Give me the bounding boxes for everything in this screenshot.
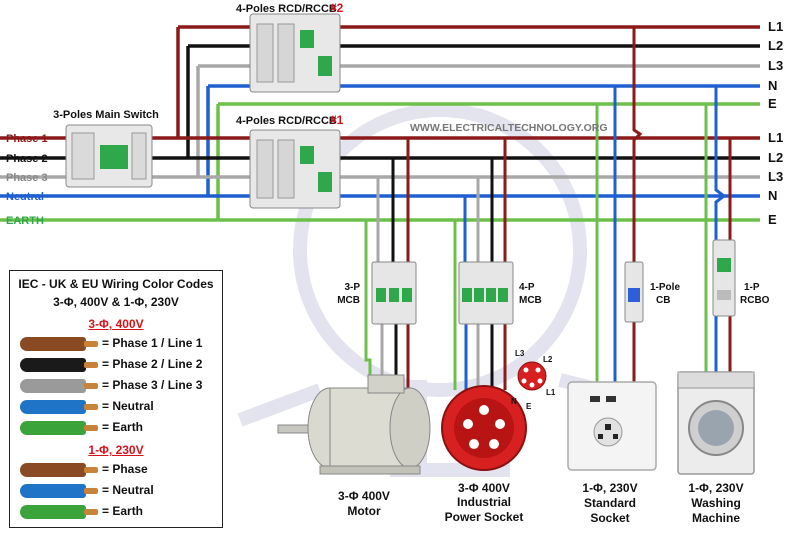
main-switch-label: 3-Poles Main Switch (53, 109, 159, 121)
socket-caption-line1: 1-Φ, 230V (582, 481, 637, 495)
cable-swatch-icon (20, 379, 98, 393)
socket-pinout-icon (517, 361, 547, 391)
industrial-caption-line3: Power Socket (445, 510, 524, 524)
bottom-bus-label-l1: L1 (768, 130, 783, 145)
legend-row-text: = Earth (102, 420, 144, 434)
rcd-2-number: #2 (330, 1, 344, 15)
cb-1-pole-device (624, 261, 644, 323)
cable-swatch-icon (20, 400, 98, 414)
mcb-3p-label-line2: MCB (337, 295, 360, 306)
pinout-label-l2: L2 (543, 355, 553, 364)
legend-title-line2: 3-Φ, 400V & 1-Φ, 230V (53, 295, 179, 309)
industrial-feeders (453, 138, 507, 390)
label-neutral: Neutral (6, 191, 44, 203)
legend-row-text: = Phase (102, 462, 148, 476)
motor-caption-line2: Motor (347, 504, 381, 518)
legend-row-text: = Neutral (102, 483, 154, 497)
socket-feeders (595, 27, 643, 385)
rcd-2-label: 4-Poles RCD/RCCB (236, 3, 337, 15)
label-phase-1: Phase 1 (6, 133, 48, 145)
mcb-4p-label-line1: 4-P (519, 282, 535, 293)
washing-machine-icon (677, 371, 755, 475)
rcbo-label-line1: 1-P (744, 282, 760, 293)
bottom-bus-label-e: E (768, 212, 777, 227)
rcbo-device (712, 239, 736, 317)
cable-swatch-icon (20, 505, 98, 519)
motor-caption-line1: 3-Φ 400V (338, 489, 390, 503)
main-switch-device (65, 124, 153, 188)
rcd-1-number: #1 (330, 113, 344, 127)
top-bus-label-l2: L2 (768, 38, 783, 53)
rcd-1-device (249, 129, 341, 209)
pinout-label-n: N (511, 397, 517, 406)
top-bus-label-e: E (768, 96, 777, 111)
mcb-3p-label-line1: 3-P (344, 282, 360, 293)
washer-caption-line2: Washing (691, 496, 741, 510)
legend-row-text: = Neutral (102, 399, 154, 413)
top-bus-label-n: N (768, 78, 777, 93)
motor-icon (277, 374, 431, 475)
label-phase-2: Phase 2 (6, 153, 48, 165)
legend-row-text: = Phase 1 / Line 1 (102, 336, 203, 350)
bottom-bus-label-n: N (768, 188, 777, 203)
pinout-label-l3: L3 (515, 349, 525, 358)
cable-swatch-icon (20, 421, 98, 435)
label-phase-3: Phase 3 (6, 172, 48, 184)
legend-section-1-phase: 1-Φ, 230V (88, 443, 144, 457)
socket-caption-line2: Standard (584, 496, 636, 510)
washer-caption-line1: 1-Φ, 230V (688, 481, 743, 495)
rcbo-label-line2: RCBO (740, 295, 770, 306)
cb-1-pole-label-line1: 1-Pole (650, 282, 680, 293)
cable-swatch-icon (20, 337, 98, 351)
cable-swatch-icon (20, 463, 98, 477)
legend-row-text: = Phase 3 / Line 3 (102, 378, 203, 392)
top-bus-label-l1: L1 (768, 19, 783, 34)
standard-socket-icon (567, 381, 657, 471)
rcd-1-label: 4-Poles RCD/RCCB (236, 115, 337, 127)
legend-row-text: = Phase 2 / Line 2 (102, 357, 203, 371)
label-earth: EARTH (6, 215, 44, 227)
cable-swatch-icon (20, 358, 98, 372)
website-label: WWW.ELECTRICALTECHNOLOGY.ORG (410, 122, 608, 134)
industrial-caption-line1: 3-Φ 400V (458, 481, 510, 495)
mcb-3p-device (371, 261, 417, 325)
color-code-legend: IEC - UK & EU Wiring Color Codes 3-Φ, 40… (9, 270, 223, 528)
legend-section-3-phase: 3-Φ, 400V (88, 317, 144, 331)
pinout-label-l1: L1 (546, 388, 556, 397)
industrial-socket-icon (441, 385, 527, 471)
mcb-4p-label-line2: MCB (519, 295, 542, 306)
washer-feeders (704, 86, 732, 375)
industrial-caption-line2: Industrial (457, 495, 511, 509)
pinout-label-e: E (526, 402, 532, 411)
bottom-bus-label-l2: L2 (768, 150, 783, 165)
top-bus-label-l3: L3 (768, 58, 783, 73)
mcb-4p-device (458, 261, 514, 325)
rcd-2-device (249, 13, 341, 93)
legend-title-line1: IEC - UK & EU Wiring Color Codes (18, 277, 214, 291)
cb-1-pole-label-line2: CB (656, 295, 670, 306)
legend-row-text: = Earth (102, 504, 144, 518)
cable-swatch-icon (20, 484, 98, 498)
socket-caption-line3: Socket (590, 511, 629, 525)
bottom-bus-label-l3: L3 (768, 169, 783, 184)
washer-caption-line3: Machine (692, 511, 740, 525)
